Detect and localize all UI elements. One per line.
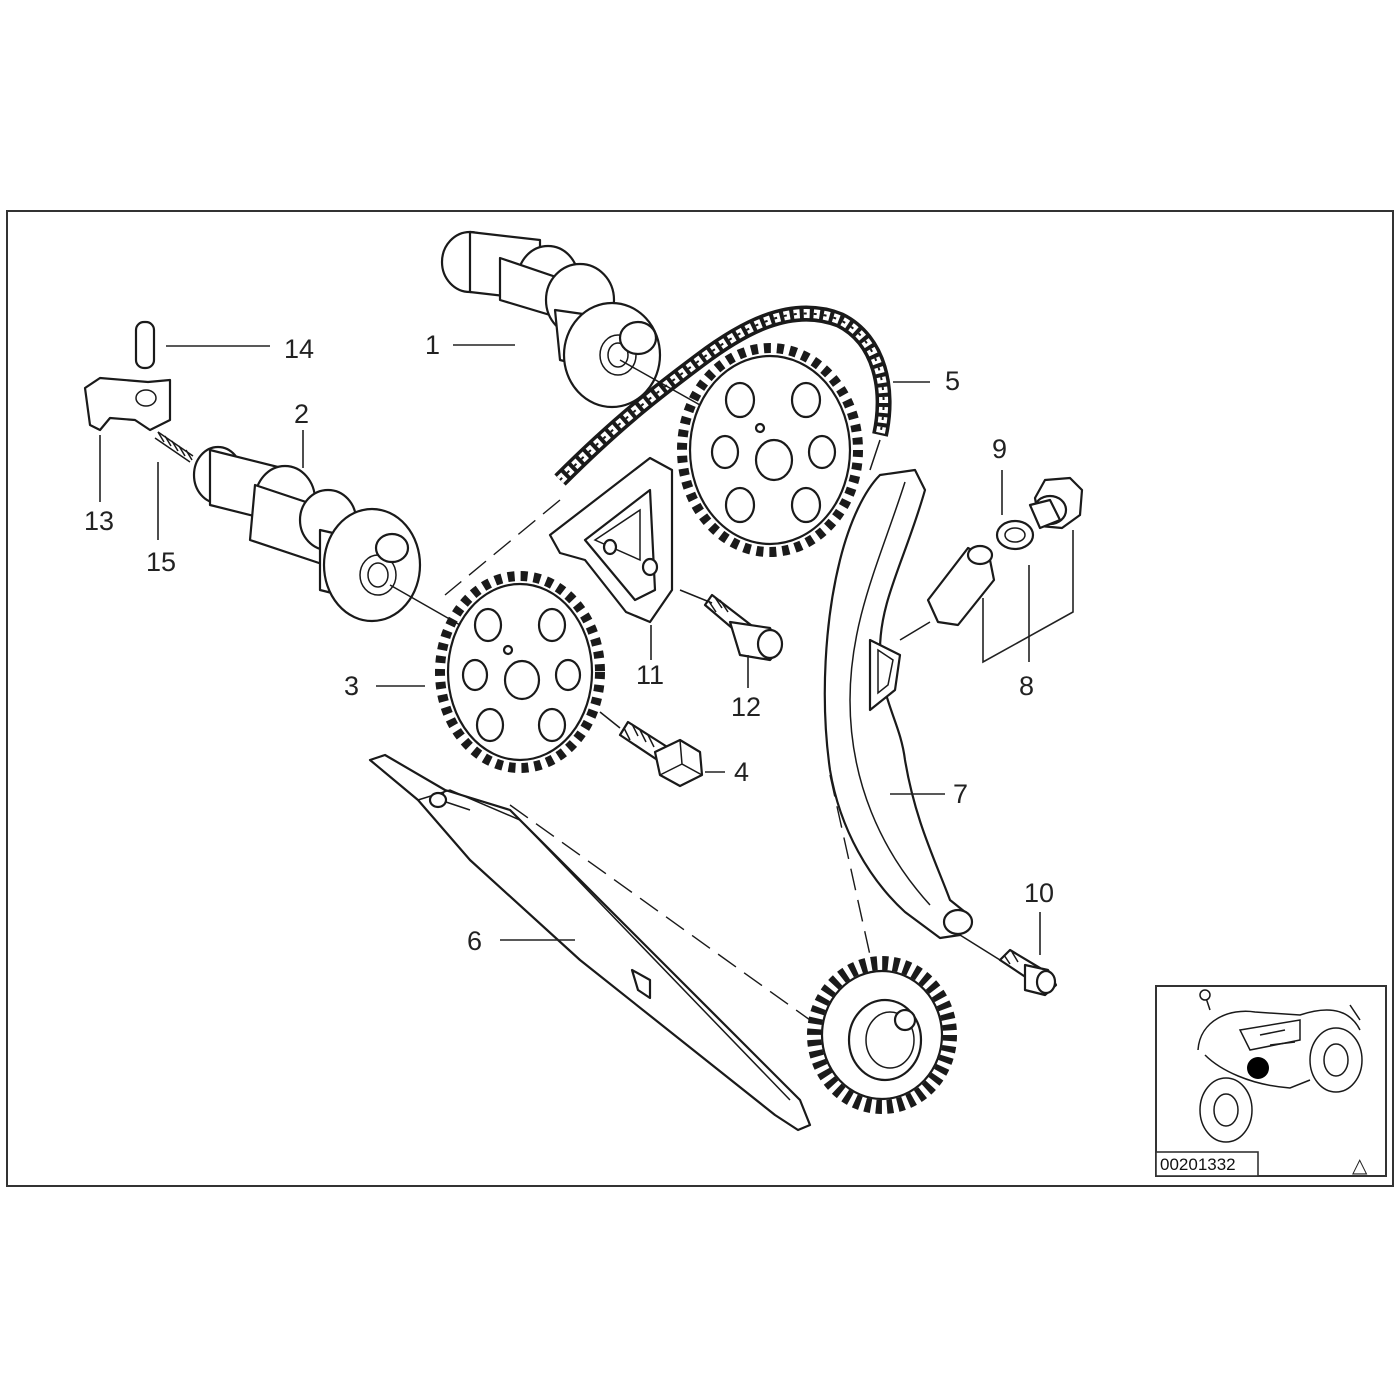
callout-13: 13 <box>84 506 114 536</box>
callout-14: 14 <box>284 334 314 364</box>
callout-15: 15 <box>146 547 176 577</box>
alignment-lines <box>389 359 1001 1021</box>
sprocket-lower <box>435 571 605 773</box>
camshaft-upper <box>440 230 662 409</box>
callout-5: 5 <box>945 366 960 396</box>
sprocket-upper <box>677 343 863 557</box>
callout-6: 6 <box>467 926 482 956</box>
chain-guide-bracket <box>548 456 674 624</box>
camshaft-lower <box>192 445 422 623</box>
callout-9: 9 <box>992 434 1007 464</box>
tensioner-rail <box>823 468 974 940</box>
bolt-4 <box>618 720 704 788</box>
diagram-frame <box>6 210 1394 1187</box>
locator-dot <box>1247 1057 1269 1079</box>
callout-labels: 1 2 3 4 5 6 7 8 9 10 11 12 13 14 15 <box>84 330 1054 956</box>
screw-10 <box>998 948 1058 997</box>
callout-12: 12 <box>731 692 761 722</box>
callout-3: 3 <box>344 671 359 701</box>
corner-triangle-symbol: △ <box>1352 1153 1368 1177</box>
rocker-assembly <box>83 320 194 463</box>
callout-1: 1 <box>425 330 440 360</box>
callout-7: 7 <box>953 779 968 809</box>
timing-chain <box>554 305 892 486</box>
tensioner-assembly <box>926 476 1084 627</box>
callout-4: 4 <box>734 757 749 787</box>
reference-code: 00201332 <box>1160 1155 1236 1174</box>
motorcycle-locator-icon <box>1197 989 1363 1143</box>
callout-10: 10 <box>1024 878 1054 908</box>
bolt-12 <box>703 593 784 662</box>
crank-sprocket <box>807 956 957 1114</box>
callout-8: 8 <box>1019 671 1034 701</box>
callout-11: 11 <box>636 660 664 690</box>
callout-2: 2 <box>294 399 309 429</box>
leader-lines <box>99 344 1074 955</box>
locator-inset: 00201332 <box>1155 985 1387 1177</box>
guide-rail <box>368 753 812 1132</box>
